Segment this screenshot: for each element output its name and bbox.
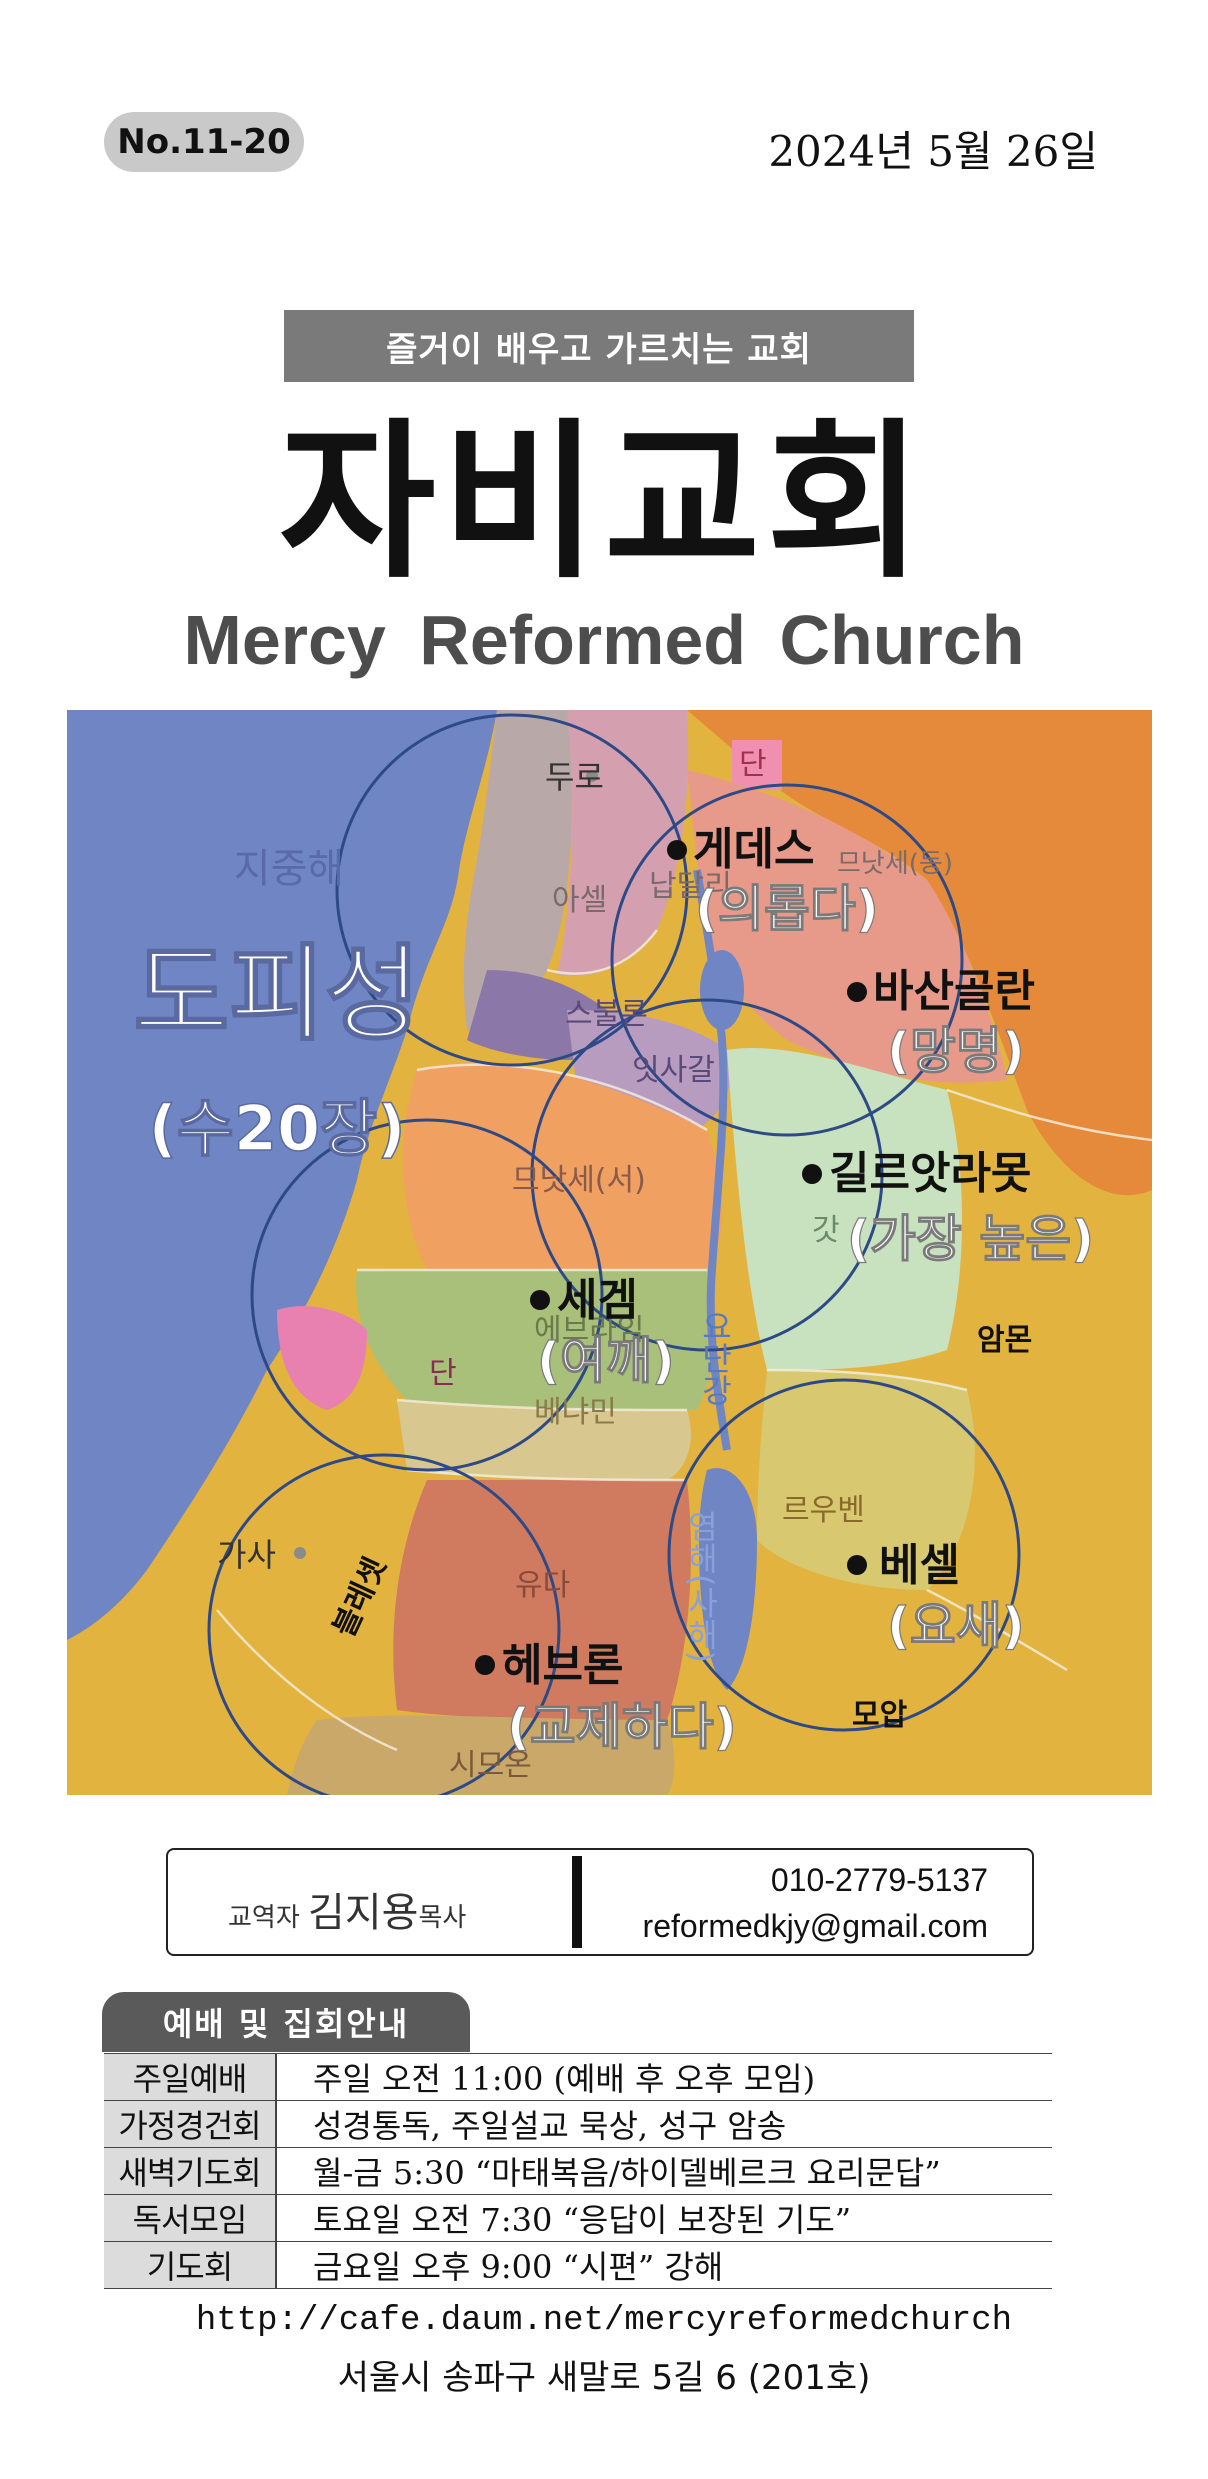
- city-bezer: 베셀: [879, 1540, 960, 1591]
- tribal-boundaries: [216, 929, 1152, 1752]
- city-kedesh: 게데스: [693, 824, 814, 875]
- label-gad: 갓: [812, 1213, 840, 1248]
- label-naphtali: 납달리: [649, 869, 732, 904]
- region-manasseh-west: [403, 1062, 722, 1270]
- schedule-label: 가정경건회: [104, 2100, 277, 2148]
- schedule-label: 기도회: [104, 2241, 277, 2289]
- label-tyre: 두로: [545, 758, 604, 796]
- region-dan-west: [277, 1306, 367, 1410]
- label-manasseh-west: 므낫세(서): [512, 1163, 646, 1198]
- meaning-hebron: (교제하다): [507, 1698, 737, 1756]
- dead-sea: [699, 1468, 757, 1690]
- issue-date: 2024년 5월 26일: [768, 127, 1098, 176]
- meaning-ramoth-gilead: (가장 높은): [847, 1210, 1094, 1268]
- schedule-value: 금요일 오후 9:00 “시편” 강해: [276, 2241, 1052, 2289]
- refuge-radius-circles: [207, 713, 1021, 1795]
- tyre-dot: [586, 770, 598, 782]
- cities-of-refuge-map: 도피성 (수20장) 지중해 두로 가사 단 아셀 납달리 므낫세(동) 스불론…: [67, 710, 1152, 1795]
- label-ephraim: 에브라임: [534, 1313, 644, 1348]
- schedule-table: 주일예배 주일 오전 11:00 (예배 후 오후 모임) 가정경건회 성경통독…: [104, 2053, 1052, 2289]
- region-gad: [727, 1048, 962, 1370]
- contact-email[interactable]: reformedkjy@gmail.com: [642, 1908, 988, 1944]
- region-benjamin: [397, 1400, 691, 1480]
- city-ramoth-gilead: 길르앗라못: [829, 1148, 1031, 1199]
- label-dead-sea: 염해(사해): [682, 1510, 720, 1663]
- region-asher: [463, 710, 572, 1030]
- city-dots: [475, 840, 867, 1675]
- table-row: 주일예배 주일 오전 11:00 (예배 후 오후 모임): [104, 2053, 1052, 2101]
- city-shechem: 세겜: [557, 1275, 638, 1326]
- region-east: [687, 710, 1152, 1196]
- meaning-bezer: (요새): [887, 1597, 1025, 1655]
- issue-number-badge: No.11-20: [104, 112, 304, 172]
- gaza-dot: [294, 1547, 306, 1559]
- label-moab: 모압: [852, 1698, 908, 1733]
- label-simeon: 시므온: [449, 1748, 532, 1783]
- church-address: 서울시 송파구 새말로 5길 6 (201호): [337, 2358, 871, 2398]
- contact-phone: 010-2779-5137: [770, 1862, 988, 1898]
- pastor-role-prefix: 교역자: [228, 1903, 300, 1933]
- meaning-golan: (망명): [887, 1022, 1025, 1080]
- region-manasseh-east: [687, 770, 1007, 1083]
- church-name-english: Mercy Reformed Church: [183, 601, 1025, 679]
- schedule-value: 성경통독, 주일설교 묵상, 성구 암송: [276, 2100, 1052, 2148]
- city-golan: 바산골란: [873, 966, 1035, 1017]
- label-issachar: 잇사갈: [632, 1053, 715, 1088]
- meaning-shechem: (여깨): [537, 1332, 675, 1390]
- schedule-label: 주일예배: [104, 2053, 277, 2101]
- label-benjamin: 베냐민: [534, 1395, 617, 1430]
- church-slogan: 즐거이 배우고 가르치는 교회: [284, 310, 914, 382]
- region-judah: [393, 1480, 691, 1720]
- map-subtitle: (수20장): [148, 1092, 405, 1165]
- table-row: 새벽기도회 월-금 5:30 “마태복음/하이델베르크 요리문답”: [104, 2147, 1052, 2195]
- label-asher: 아셀: [552, 883, 607, 918]
- church-name-korean: 자비교회: [279, 404, 929, 602]
- schedule-value: 주일 오전 11:00 (예배 후 오후 모임): [276, 2053, 1052, 2101]
- schedule-value: 월-금 5:30 “마태복음/하이델베르크 요리문답”: [276, 2147, 1052, 2195]
- pastor-info: 교역자 김지용목사: [228, 1880, 466, 1938]
- contact-box: 교역자 김지용목사 010-2779-5137 reformedkjy@gmai…: [166, 1848, 1034, 1956]
- label-reuben: 르우벤: [782, 1493, 865, 1528]
- meaning-kedesh: (의롭다): [695, 880, 879, 938]
- label-zebulun: 스불론: [565, 997, 648, 1032]
- pastor-name: 김지용: [308, 1890, 419, 1936]
- schedule-title: 예배 및 집회안내: [102, 1992, 470, 2052]
- mediterranean-sea: [67, 710, 497, 1640]
- schedule-value: 토요일 오전 7:30 “응답이 보장된 기도”: [276, 2194, 1052, 2242]
- label-judah: 유다: [515, 1568, 570, 1603]
- label-gaza: 가사: [217, 1536, 276, 1574]
- region-simeon: [287, 1715, 675, 1795]
- table-row: 기도회 금요일 오후 9:00 “시편” 강해: [104, 2241, 1052, 2289]
- label-manasseh-east: 므낫세(동): [837, 849, 953, 879]
- table-row: 가정경건회 성경통독, 주일설교 묵상, 성구 암송: [104, 2100, 1052, 2148]
- region-reuben: [757, 1370, 975, 1590]
- region-ephraim: [356, 1270, 714, 1410]
- city-hebron: 헤브론: [502, 1640, 623, 1691]
- website-link[interactable]: http://cafe.daum.net/mercyreformedchurch: [195, 2302, 1013, 2340]
- pastor-role-suffix: 목사: [418, 1903, 467, 1933]
- schedule-label: 새벽기도회: [104, 2147, 277, 2195]
- region-dan-north: [732, 740, 782, 790]
- table-row: 독서모임 토요일 오전 7:30 “응답이 보장된 기도”: [104, 2194, 1052, 2242]
- label-ammon: 암몬: [977, 1323, 1032, 1358]
- map-title: 도피성: [133, 933, 420, 1055]
- label-dan-north: 단: [739, 747, 767, 782]
- sea-of-galilee: [700, 950, 744, 1030]
- schedule-label: 독서모임: [104, 2194, 277, 2242]
- contact-divider: [572, 1856, 582, 1948]
- label-mediterranean: 지중해: [234, 846, 344, 892]
- label-jordan-river: 요단강: [696, 1310, 734, 1406]
- label-dan-west: 단: [429, 1356, 457, 1391]
